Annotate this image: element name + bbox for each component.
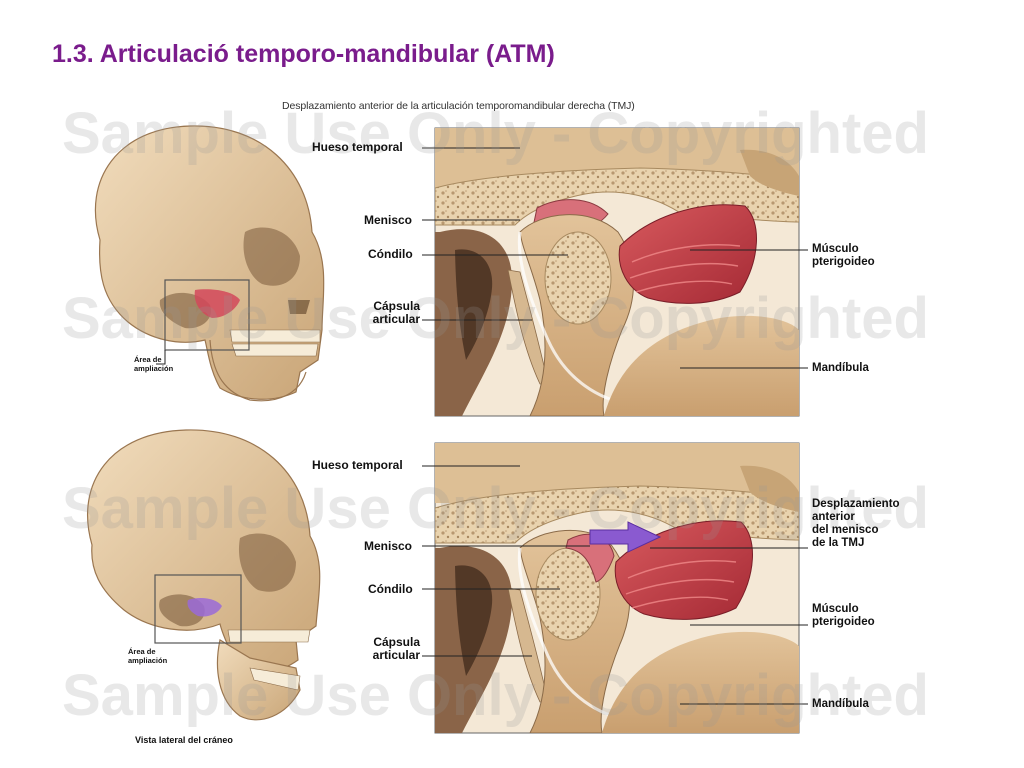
label-condilo-bottom: Cóndilo: [368, 582, 413, 596]
label-mandibula-bottom: Mandíbula: [812, 698, 869, 710]
label-condilo-top: Cóndilo: [368, 247, 413, 261]
page-title: 1.3. Articulació temporo-mandibular (ATM…: [52, 40, 555, 68]
label-menisco-bottom: Menisco: [364, 539, 413, 553]
label-menisco-top: Menisco: [364, 213, 413, 227]
label-hueso-temporal-top: Hueso temporal: [312, 140, 403, 154]
label-musculo-top: Músculo pterigoideo: [812, 243, 875, 268]
label-capsula-top: Cápsula articular: [372, 299, 420, 326]
label-area-ampliacion-bottom: Área de ampliación: [128, 647, 168, 665]
label-area-ampliacion-top: Área de ampliación: [134, 355, 174, 373]
label-desplazamiento-bottom: Desplazamiento anterior del menisco de l…: [812, 498, 900, 549]
panel-bottom-art: [435, 443, 799, 733]
figure-caption: Desplazamiento anterior de la articulaci…: [282, 100, 635, 112]
label-capsula-bottom: Cápsula articular: [372, 635, 420, 662]
skull-top: [94, 125, 325, 402]
label-vista-lateral: Vista lateral del cráneo: [135, 735, 233, 745]
label-musculo-bottom: Músculo pterigoideo: [812, 603, 875, 628]
leader-lines: [156, 147, 808, 705]
skull-bottom: [87, 429, 321, 721]
label-mandibula-top: Mandíbula: [812, 362, 869, 374]
label-hueso-temporal-bottom: Hueso temporal: [312, 458, 403, 472]
displacement-arrow-icon: [589, 521, 662, 553]
panel-top-art: [435, 128, 799, 416]
